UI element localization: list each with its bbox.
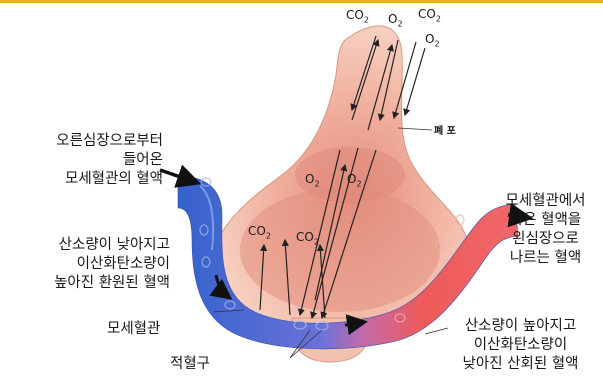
- o2-label-top: O2: [388, 10, 403, 33]
- o2-label-mid-left: O2: [305, 170, 320, 193]
- red-blood-cell-label: 적혈구: [170, 355, 210, 374]
- co2-label-lower-left: CO2: [248, 222, 271, 245]
- alveolus-inner: [240, 188, 440, 312]
- high-oxygen-blood-label: 산소량이 높아지고 이산화탄소량이 낮아진 산회된 혈액: [438, 317, 603, 374]
- o2-label-mid-right: O2: [347, 170, 362, 193]
- alveolus-label: 폐 포: [434, 122, 456, 141]
- low-oxygen-blood-label: 산소량이 낮아지고 이산화탄소량이 높아진 환원된 혈액: [0, 236, 170, 293]
- inflow-label: 오른심장으로부터 들어온 모세혈관의 혈액: [0, 132, 163, 189]
- capillary-label: 모세혈관: [107, 320, 160, 339]
- co2-label-top-left: CO2: [346, 6, 369, 29]
- co2-label-top-right: CO2: [418, 5, 441, 28]
- o2-label-top-right: O2: [425, 30, 440, 53]
- co2-label-lower-right: CO2: [296, 228, 319, 251]
- outflow-label: 모세혈관에서 나온 혈액을 왼심장으로 나르는 혈액: [488, 192, 603, 268]
